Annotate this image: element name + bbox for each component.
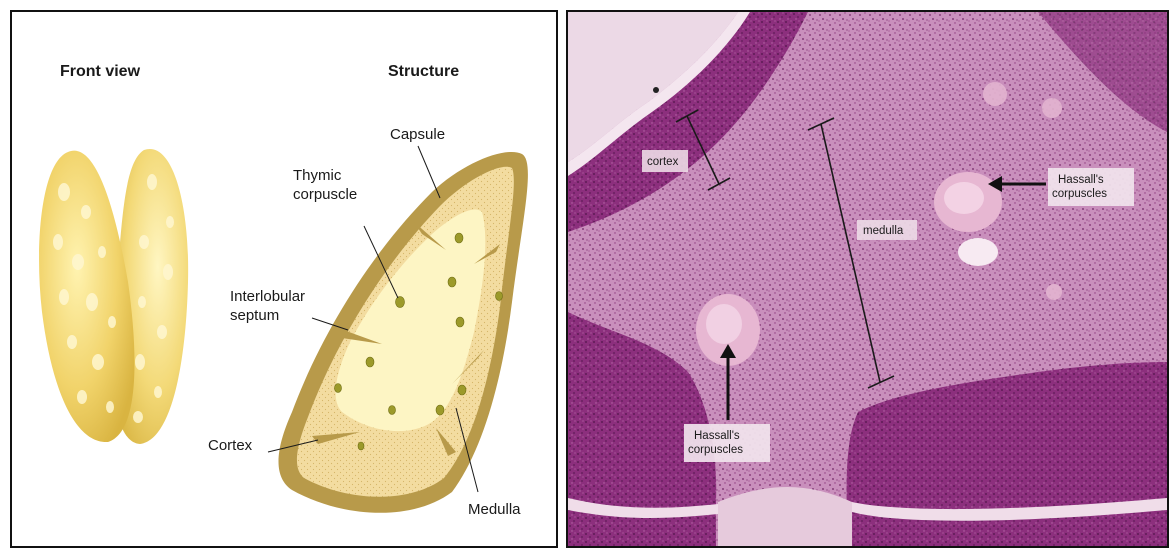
thymus-lobule-structure <box>279 152 528 513</box>
capsule-label: Capsule <box>390 126 445 143</box>
hassalls-bottom-label-line1: Hassall's <box>694 430 740 442</box>
front-view-title: Front view <box>60 63 141 80</box>
interlobular-septum-label-line1: Interlobular <box>230 288 305 305</box>
cortex-label: Cortex <box>208 437 253 454</box>
hassalls-bottom-label-line2: corpuscles <box>688 444 743 456</box>
hassalls-top-label-line1: Hassall's <box>1058 174 1104 186</box>
hassalls-top-label-line2: corpuscles <box>1052 188 1107 200</box>
thymus-front-view <box>39 149 188 444</box>
thymus-illustration: Front view Structure <box>12 12 556 546</box>
interlobular-septum-label-line2: septum <box>230 307 279 324</box>
thymus-micrograph: cortex medulla Hassall's corpuscles Hass… <box>568 12 1167 546</box>
structure-title: Structure <box>388 63 459 80</box>
thymus-illustration-panel: Front view Structure <box>10 10 558 548</box>
micro-cortex-label: cortex <box>647 156 679 168</box>
thymic-corpuscle-label-line1: Thymic <box>293 167 342 184</box>
tissue-debris <box>653 87 659 93</box>
medulla-label: Medulla <box>468 501 521 518</box>
thymic-corpuscle-label-line2: corpuscle <box>293 186 357 203</box>
micro-medulla-label: medulla <box>863 225 904 237</box>
thymus-micrograph-panel: cortex medulla Hassall's corpuscles Hass… <box>566 10 1169 548</box>
septum-tissue <box>718 487 852 546</box>
